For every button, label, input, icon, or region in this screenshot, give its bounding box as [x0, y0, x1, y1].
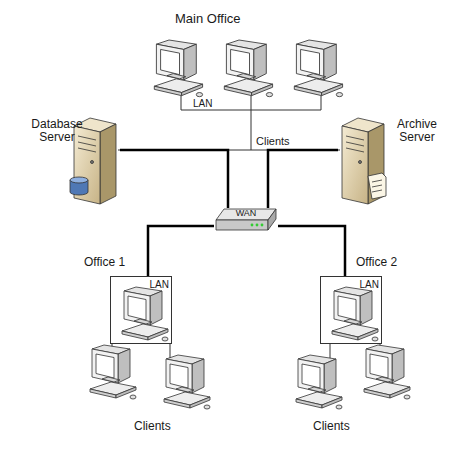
lan-wires [112, 344, 380, 360]
group-title: Office 2 [356, 256, 397, 269]
group-title: Main Office [175, 12, 241, 26]
lan-box: LAN [110, 276, 172, 344]
client-computer [164, 355, 210, 409]
network-link [278, 226, 345, 276]
network-link [148, 226, 214, 276]
client-computer [122, 287, 168, 341]
network-link [268, 150, 338, 208]
node-label: Archive Server [388, 118, 446, 144]
status-light [256, 224, 259, 227]
server-node: Database Server [28, 114, 120, 206]
group-title: Office 1 [84, 256, 125, 269]
lan-box: LAN [320, 276, 382, 344]
archive-document [372, 180, 382, 182]
client-computer [224, 40, 272, 97]
wan-router: WAN [214, 208, 278, 232]
backbone-wire [118, 150, 340, 151]
archive-document [372, 190, 382, 192]
client-computer [332, 287, 378, 341]
node-label: LAN [137, 279, 169, 290]
lan-wires [118, 96, 340, 150]
group-label: Clients [134, 420, 171, 433]
network-label: LAN [193, 98, 212, 109]
server-node: Archive Server [338, 114, 448, 206]
group-label: Clients [313, 420, 350, 433]
database-cylinder [70, 177, 88, 195]
lan-wire [321, 96, 322, 110]
status-light [261, 224, 264, 227]
router-shape [216, 209, 276, 230]
archive-document [368, 173, 386, 199]
client-computer [364, 345, 410, 399]
node-label: WAN [226, 209, 266, 219]
node-label: Database Server [28, 118, 86, 144]
client-computer [90, 345, 136, 399]
router-front [216, 220, 268, 230]
client-computer [296, 355, 342, 409]
database-cylinder [70, 177, 88, 183]
client-computer [294, 40, 342, 97]
archive-document [372, 185, 382, 187]
lan-wire [251, 96, 252, 150]
lan-wire [181, 96, 182, 110]
archive-document [368, 173, 386, 199]
node-label: LAN [347, 279, 379, 290]
server-tower [342, 118, 384, 204]
group-label: Clients [256, 135, 290, 147]
network-link [120, 150, 228, 208]
client-computer [154, 40, 202, 97]
lan-wire [330, 344, 331, 360]
router-side [268, 209, 276, 230]
status-light [251, 224, 254, 227]
router-top [216, 209, 276, 220]
